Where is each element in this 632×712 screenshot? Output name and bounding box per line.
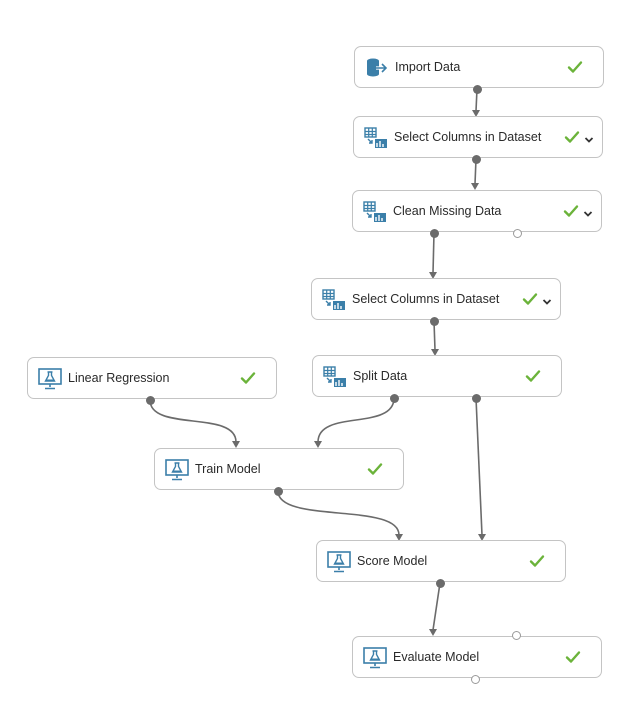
output-port[interactable] — [471, 154, 481, 164]
check-icon — [565, 649, 581, 665]
module-label: Select Columns in Dataset — [352, 292, 500, 306]
connection-line[interactable] — [317, 397, 395, 443]
check-icon — [529, 553, 545, 569]
unconnected-port[interactable] — [511, 630, 521, 640]
flask-monitor-icon — [327, 551, 351, 573]
module-import-data[interactable]: Import Data — [354, 46, 604, 88]
database-import-icon — [365, 57, 389, 79]
chevron-down-icon[interactable] — [583, 206, 593, 217]
arrowhead — [429, 629, 437, 636]
output-port[interactable] — [273, 486, 283, 496]
flask-monitor-icon — [165, 459, 189, 481]
module-label: Train Model — [195, 462, 261, 476]
check-icon — [567, 59, 583, 75]
module-label: Select Columns in Dataset — [394, 130, 542, 144]
connection-line[interactable] — [475, 397, 483, 536]
output-port[interactable] — [471, 393, 481, 403]
chevron-down-icon[interactable] — [584, 132, 594, 143]
connection-line[interactable] — [432, 232, 435, 274]
table-transform-icon — [363, 201, 387, 223]
arrowhead — [314, 441, 322, 448]
module-label: Clean Missing Data — [393, 204, 502, 218]
connection-line[interactable] — [277, 490, 400, 536]
module-label: Evaluate Model — [393, 650, 480, 664]
check-icon — [564, 129, 580, 145]
unconnected-port[interactable] — [512, 228, 522, 238]
flask-monitor-icon — [363, 647, 387, 669]
module-linear-regression[interactable]: Linear Regression — [27, 357, 277, 399]
flask-monitor-icon — [38, 368, 62, 390]
output-port[interactable] — [435, 578, 445, 588]
module-label: Linear Regression — [68, 371, 170, 385]
module-label: Split Data — [353, 369, 408, 383]
module-train-model[interactable]: Train Model — [154, 448, 404, 490]
table-transform-icon — [322, 289, 346, 311]
connection-line[interactable] — [432, 582, 441, 631]
unconnected-port[interactable] — [470, 674, 480, 684]
module-evaluate-model[interactable]: Evaluate Model — [352, 636, 602, 678]
module-label: Score Model — [357, 554, 428, 568]
output-port[interactable] — [145, 395, 155, 405]
check-icon — [525, 368, 541, 384]
module-clean-missing[interactable]: Clean Missing Data — [352, 190, 602, 232]
module-label: Import Data — [395, 60, 461, 74]
output-port[interactable] — [429, 228, 439, 238]
module-score-model[interactable]: Score Model — [316, 540, 566, 582]
table-transform-icon — [323, 366, 347, 388]
check-icon — [563, 203, 579, 219]
output-port[interactable] — [429, 316, 439, 326]
module-split-data[interactable]: Split Data — [312, 355, 562, 397]
output-port[interactable] — [472, 84, 482, 94]
check-icon — [240, 370, 256, 386]
table-transform-icon — [364, 127, 388, 149]
output-port[interactable] — [389, 393, 399, 403]
check-icon — [522, 291, 538, 307]
module-select-columns-1[interactable]: Select Columns in Dataset — [353, 116, 603, 158]
chevron-down-icon[interactable] — [542, 294, 552, 305]
arrowhead — [471, 183, 479, 190]
connection-line[interactable] — [149, 399, 237, 443]
check-icon — [367, 461, 383, 477]
arrowhead — [232, 441, 240, 448]
module-select-columns-2[interactable]: Select Columns in Dataset — [311, 278, 561, 320]
